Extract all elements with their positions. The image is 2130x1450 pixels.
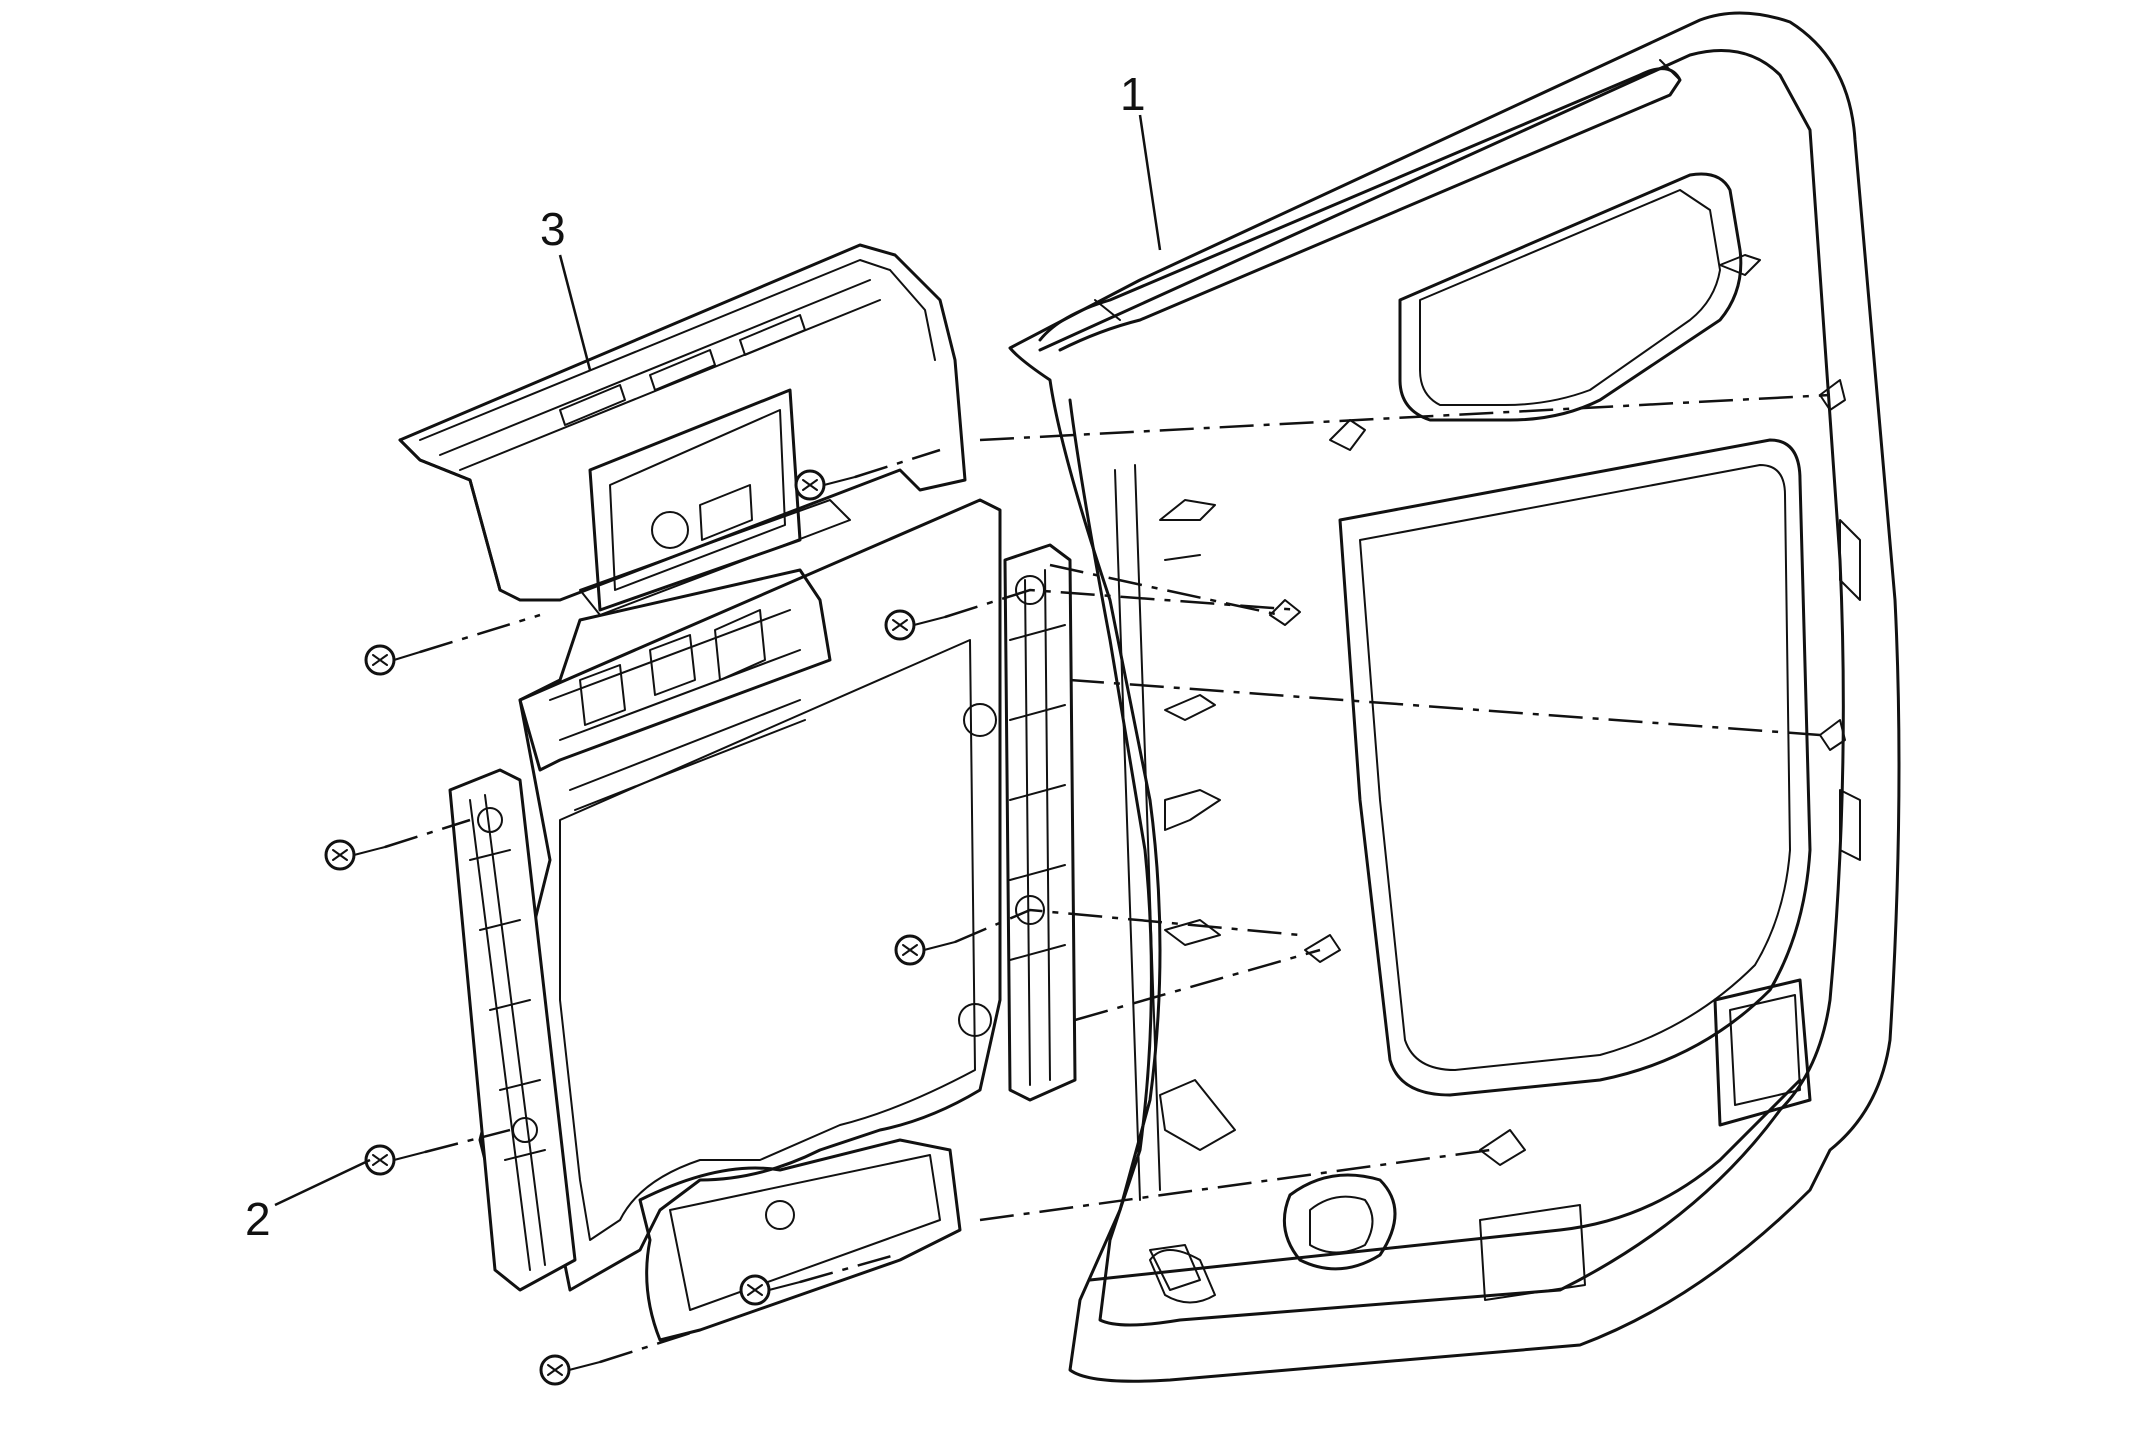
callout-3-label: 3	[540, 203, 566, 255]
callout-3: 3	[540, 203, 592, 371]
assembly-center-lines	[384, 393, 1831, 1364]
screw-5	[739, 1274, 801, 1306]
right-mounting-rail	[1003, 543, 1077, 1102]
screw-2	[324, 839, 386, 871]
switch-module-bracket	[398, 243, 967, 616]
screws	[324, 469, 956, 1386]
door-trim-panel	[1008, 11, 1901, 1383]
screw-4	[539, 1354, 601, 1386]
left-mounting-rail	[448, 768, 577, 1292]
callout-2-label: 2	[245, 1193, 271, 1245]
screw-6	[894, 934, 956, 966]
screw-8	[794, 469, 856, 501]
callout-2: 2	[245, 1158, 371, 1245]
callout-1-label: 1	[1120, 68, 1146, 120]
screw-7	[884, 609, 946, 641]
callout-1: 1	[1120, 68, 1162, 251]
screw-1	[364, 644, 421, 676]
screw-3	[364, 1144, 426, 1176]
door-module-carrier	[478, 498, 1002, 1342]
